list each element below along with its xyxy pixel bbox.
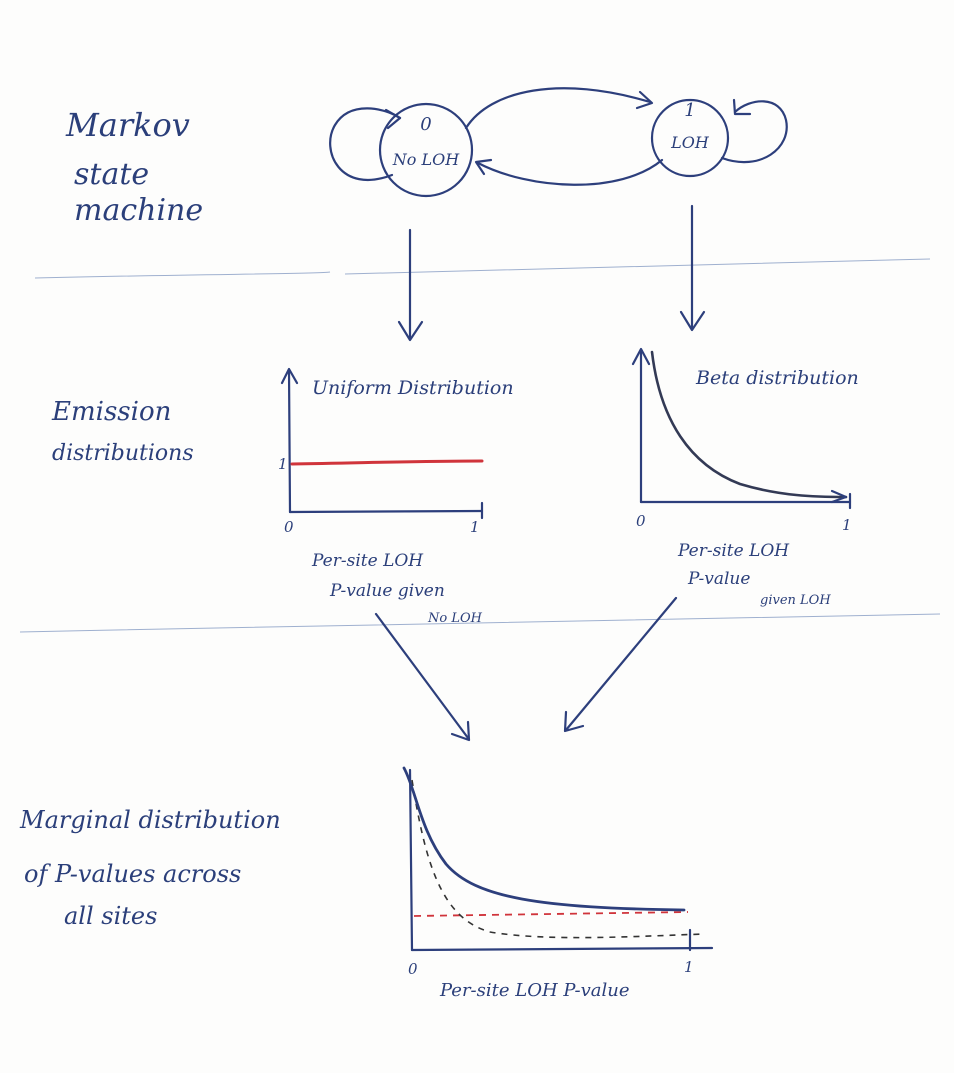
transition-arrow-no-loh-to-loh bbox=[464, 87, 654, 130]
beta-density-curve bbox=[650, 350, 848, 499]
marginal-total-curve bbox=[402, 766, 686, 912]
arrow-to-beta bbox=[679, 204, 706, 332]
arrow-to-uniform bbox=[397, 228, 424, 342]
uniform-x-tick-1: 1 bbox=[470, 518, 480, 536]
beta-curve-arrowhead bbox=[830, 489, 848, 504]
uniform-y-axis-arrowhead bbox=[280, 367, 299, 385]
state-1-id: 1 bbox=[684, 100, 695, 121]
emission-label-line1: Emission bbox=[51, 397, 171, 427]
beta-xlabel-line1: Per-site LOH bbox=[677, 541, 790, 561]
beta-distribution-panel: Beta distribution 0 1 Per-site LOH P-val… bbox=[631, 347, 859, 608]
marginal-x-tick-1: 1 bbox=[684, 958, 694, 976]
beta-x-tick-1: 1 bbox=[842, 516, 852, 534]
uniform-title: Uniform Distribution bbox=[312, 377, 514, 399]
markov-label-line1: Markov bbox=[65, 106, 190, 144]
beta-y-axis-arrowhead bbox=[631, 347, 651, 366]
marginal-xlabel: Per-site LOH P-value bbox=[439, 980, 629, 1001]
arrow-beta-to-marginal bbox=[563, 596, 678, 733]
uniform-distribution-panel: Uniform Distribution 1 0 1 Per-site LOH … bbox=[278, 367, 514, 626]
self-loop-no-loh bbox=[329, 107, 402, 182]
self-loop-loh bbox=[720, 98, 788, 164]
beta-title: Beta distribution bbox=[695, 367, 859, 389]
marginal-x-axis bbox=[410, 946, 714, 952]
marginal-uniform-component bbox=[413, 911, 689, 917]
uniform-xlabel-line1: Per-site LOH bbox=[311, 551, 424, 571]
uniform-density-line bbox=[290, 459, 484, 466]
uniform-xlabel-line3: No LOH bbox=[427, 611, 483, 626]
state-1-label: LOH bbox=[670, 133, 710, 152]
marginal-label-line1: Marginal distribution bbox=[19, 806, 281, 834]
beta-xlabel-line3: given LOH bbox=[760, 593, 831, 608]
state-0-id: 0 bbox=[420, 114, 431, 135]
uniform-x-axis bbox=[288, 509, 484, 514]
beta-xlabel-line2: P-value bbox=[687, 569, 750, 589]
marginal-label-line3: all sites bbox=[64, 902, 157, 930]
uniform-y-axis bbox=[287, 368, 292, 514]
beta-x-tick-0: 0 bbox=[636, 512, 646, 530]
transition-arrow-loh-to-no-loh bbox=[474, 158, 664, 186]
state-node-loh: 1 LOH bbox=[650, 98, 730, 178]
uniform-y-tick-1: 1 bbox=[278, 455, 288, 473]
marginal-beta-component bbox=[411, 779, 706, 939]
section-divider-top bbox=[34, 258, 931, 279]
state-0-label: No LOH bbox=[392, 150, 460, 169]
emission-label-line2: distributions bbox=[52, 441, 194, 466]
marginal-y-axis bbox=[408, 768, 414, 952]
markov-label-line2: state bbox=[74, 157, 149, 192]
arrow-uniform-to-marginal bbox=[374, 612, 471, 742]
uniform-x-tick-0: 0 bbox=[284, 518, 294, 536]
state-node-no-loh: 0 No LOH bbox=[378, 102, 474, 198]
marginal-label-line2: of P-values across bbox=[24, 860, 241, 888]
marginal-distribution-panel: 0 1 Per-site LOH P-value bbox=[402, 766, 714, 1001]
uniform-xlabel-line2: P-value given bbox=[329, 581, 445, 601]
marginal-x-tick-0: 0 bbox=[408, 960, 418, 978]
markov-label-line3: machine bbox=[74, 193, 203, 228]
